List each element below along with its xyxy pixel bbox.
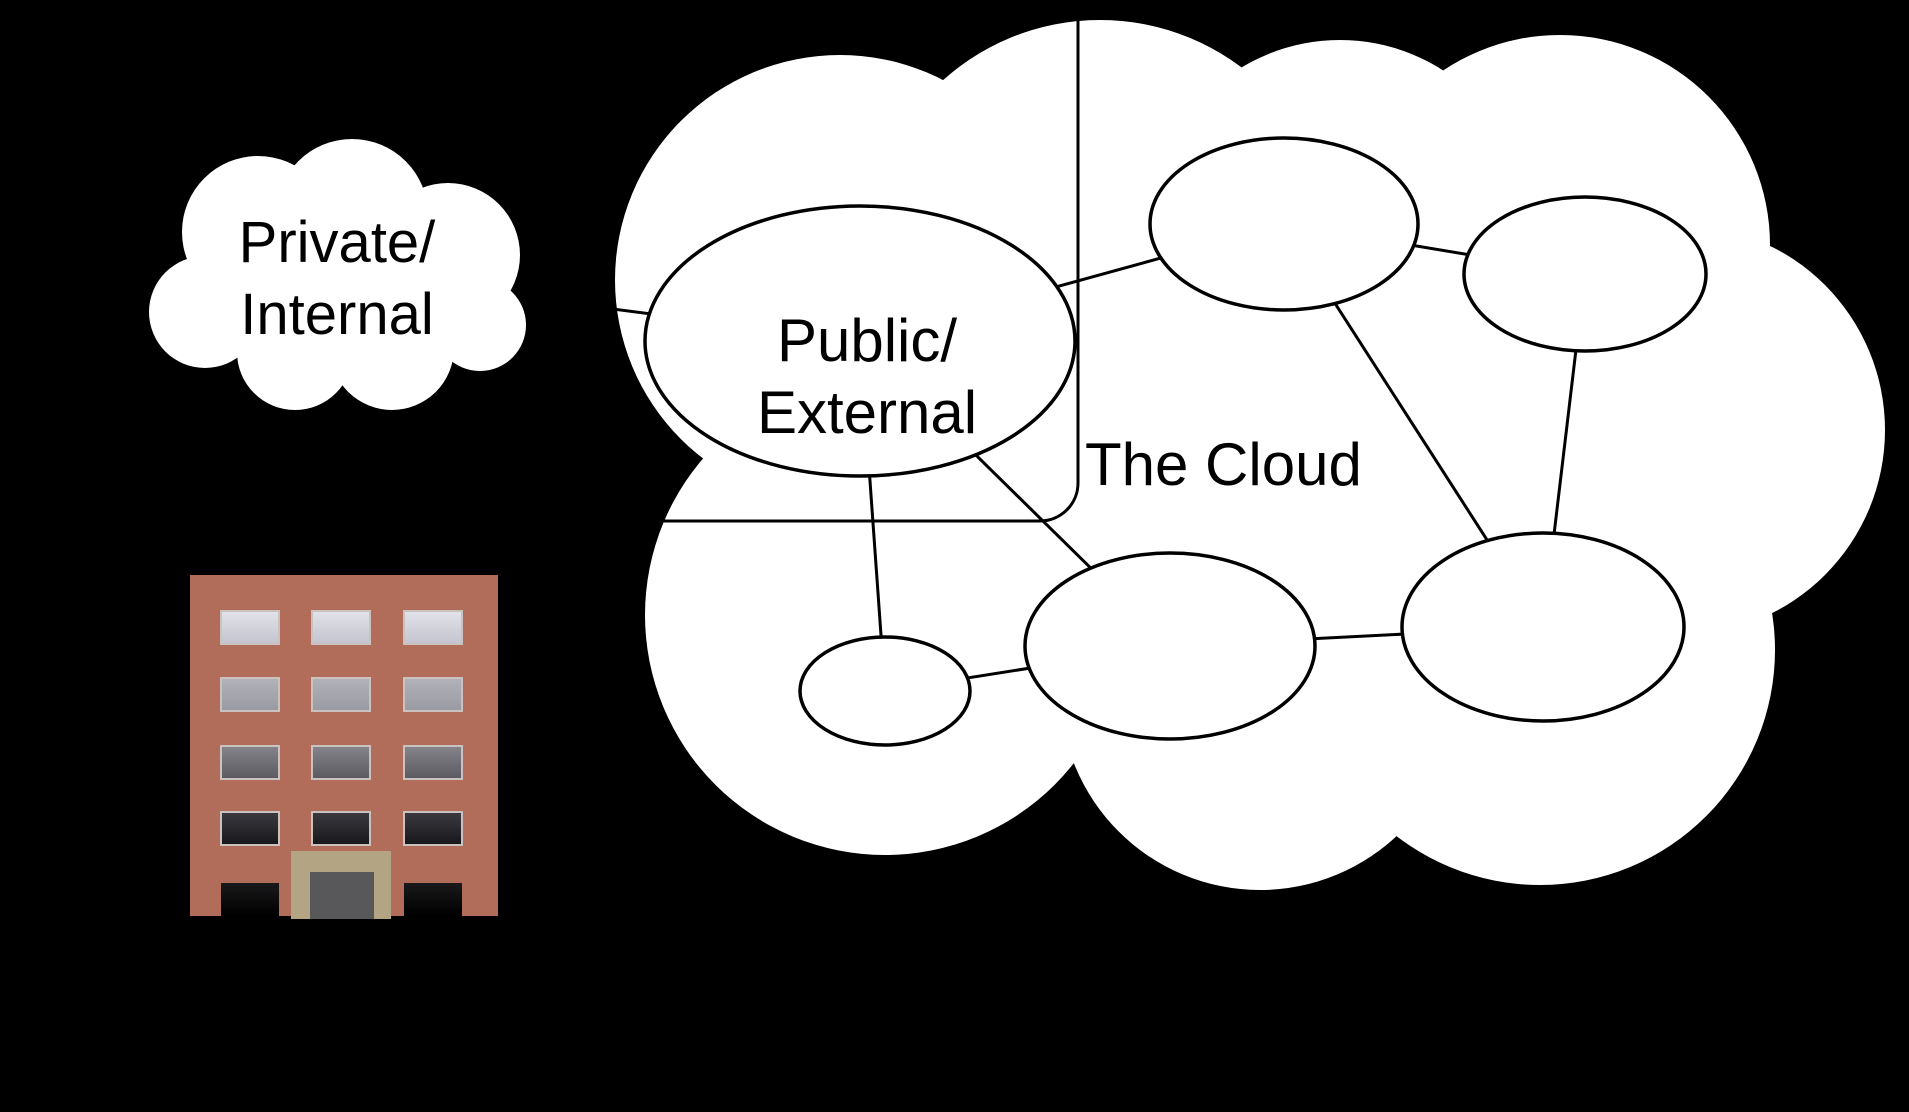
building-window-row-2: [220, 677, 463, 712]
node-top-middle: [1148, 136, 1420, 312]
building-ground-opening-left: [221, 883, 279, 916]
building-ground-opening-right: [404, 883, 462, 916]
building-window-row-3: [220, 745, 463, 780]
building-window-row-1: [220, 610, 463, 645]
node-bottom-small: [798, 635, 972, 747]
public-node-label-line1: Public/: [777, 307, 957, 374]
building-door: [310, 872, 374, 919]
private-internal-cloud: [149, 139, 526, 410]
node-top-right: [1462, 195, 1708, 353]
building-window-row-4: [220, 811, 463, 846]
public-zone-boundary-box: [538, 0, 1080, 523]
private-cloud-label-line2: Internal: [240, 282, 433, 347]
network-nodes: [643, 136, 1708, 747]
node-bottom-middle: [1023, 551, 1317, 741]
node-bottom-right: [1400, 531, 1686, 723]
public-node-label-line2: External: [757, 379, 977, 446]
private-cloud-label-line1: Private/: [239, 210, 437, 275]
the-cloud-label: The Cloud: [1085, 431, 1362, 498]
building-icon: [190, 575, 498, 919]
node-public-external: [643, 204, 1077, 478]
